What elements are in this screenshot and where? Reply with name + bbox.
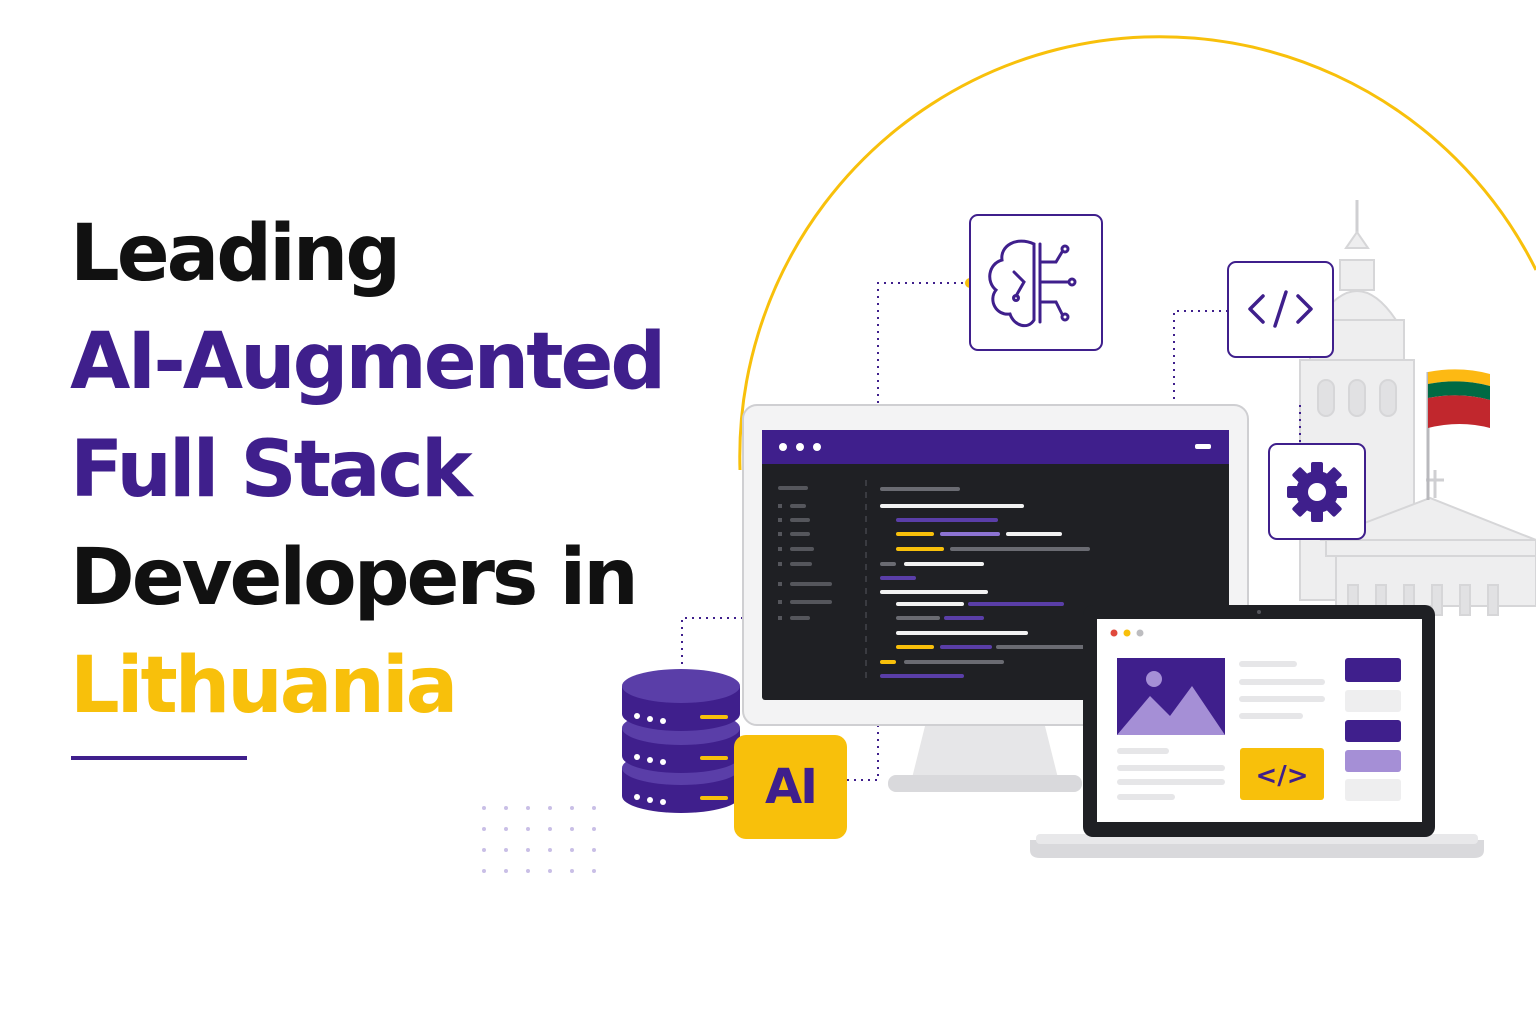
laptop-code-label: </> [1255,761,1308,791]
brain-circuit-icon [988,239,1077,328]
headline-line-4: Developers in [70,533,639,623]
code-card[interactable] [1227,261,1334,358]
ai-badge: AI [734,735,847,839]
laptop-code-button[interactable]: </> [1240,748,1324,800]
code-brackets-icon [1248,290,1313,328]
headline-line-5: Lithuania [70,641,458,731]
lithuania-flag-icon [1426,369,1490,500]
image-placeholder-icon [1117,658,1225,735]
decorative-arc [738,35,1536,471]
headline-underline [71,756,247,760]
dot-grid [482,806,596,873]
headline-line-2: AI-Augmented [70,317,666,407]
database-icon [622,669,740,813]
headline-line-3: Full Stack [70,425,473,515]
vilnius-cathedral-icon [1299,200,1536,616]
brain-circuit-card[interactable] [969,214,1103,351]
gear-card[interactable] [1268,443,1366,540]
gear-icon [1287,462,1347,522]
headline-line-1: Leading [70,209,401,299]
headline: Leading AI-Augmented Full Stack Develope… [70,200,666,740]
laptop: </> [1030,605,1484,858]
